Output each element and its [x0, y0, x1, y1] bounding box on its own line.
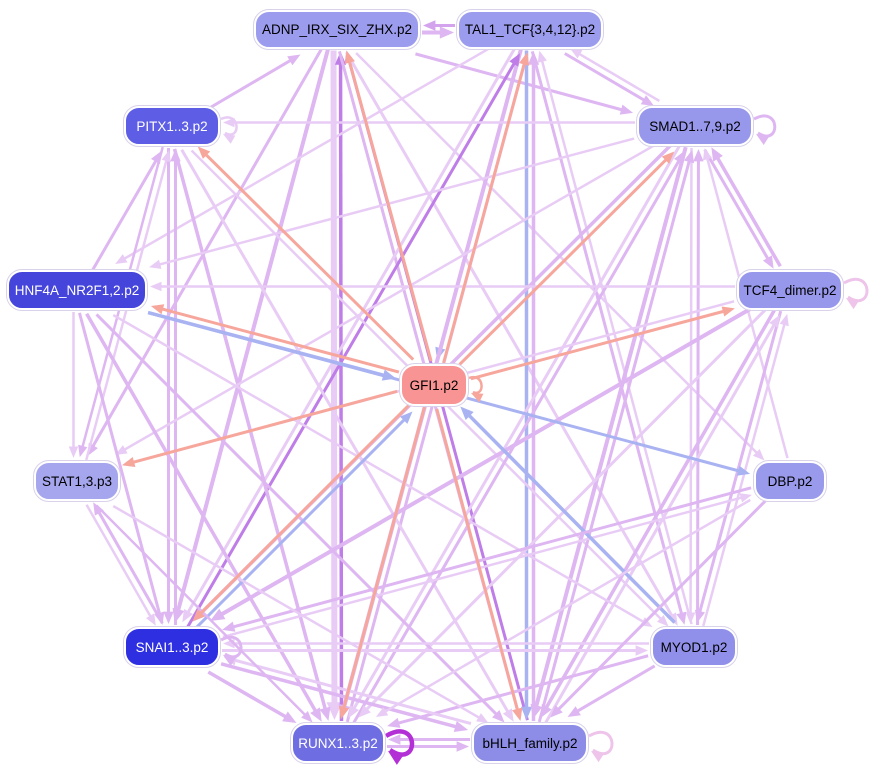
graph-node-BHLH[interactable]: bHLH_family.p2 — [471, 722, 589, 764]
graph-node-TAL1[interactable]: TAL1_TCF{3,4,12}.p2 — [456, 8, 604, 50]
edge-SMAD-TAL1 — [570, 48, 660, 103]
graph-node-GFI1[interactable]: GFI1.p2 — [399, 363, 469, 407]
edge-STAT-SNAI1 — [85, 504, 156, 626]
graph-node-label: ADNP_IRX_SIX_ZHX.p2 — [261, 21, 413, 37]
edge-DBP-SNAI1 — [222, 486, 752, 632]
edge-ADNP-TAL1 — [422, 26, 454, 39]
edge-STAT-BHLH — [112, 504, 489, 724]
self-loop-RUNX1 — [384, 729, 415, 765]
edge-HNF4A-PITX1 — [91, 150, 162, 271]
graph-node-label: bHLH_family.p2 — [482, 735, 578, 751]
edge-SMAD-RUNX1 — [348, 145, 681, 719]
edge-HNF4A-STAT — [68, 312, 79, 458]
graph-node-label: SMAD1..7,9.p2 — [649, 118, 741, 134]
graph-node-label: MYOD1.p2 — [660, 639, 728, 655]
graph-node-label: DBP.p2 — [767, 473, 813, 489]
edge-SMAD-MYOD1 — [685, 147, 696, 624]
self-loop-GFI1 — [468, 375, 484, 403]
edge-TCF4-SMAD — [711, 147, 782, 268]
graph-node-label: TCF4_dimer.p2 — [743, 282, 837, 298]
edge-MYOD1-GFI1 — [460, 406, 676, 624]
self-loop-SNAI1 — [220, 635, 243, 666]
edge-DBP-BHLH — [550, 499, 767, 718]
graph-node-TCF4[interactable]: TCF4_dimer.p2 — [736, 269, 844, 311]
graph-node-label: STAT1,3.p3 — [41, 473, 113, 489]
graph-node-RUNX1[interactable]: RUNX1..3.p2 — [290, 722, 386, 764]
edge-GFI1-TCF4 — [470, 306, 735, 381]
edge-SMAD-BHLH — [530, 146, 688, 720]
edge-TCF4-BHLH — [540, 309, 776, 719]
self-loop-TCF4 — [843, 277, 869, 310]
edge-SNAI1-GFI1 — [195, 411, 413, 629]
edge-GFI1-SNAI1 — [192, 404, 410, 622]
edge-HNF4A-MYOD1 — [112, 313, 653, 628]
edge-BHLH-TAL1 — [527, 51, 540, 721]
graph-node-label: SNAI1..3.p2 — [135, 639, 209, 655]
graph-node-label: HNF4A_NR2F1,2.p2 — [14, 282, 140, 298]
graph-node-label: GFI1.p2 — [409, 377, 459, 393]
edge-GFI1-RUNX1 — [338, 406, 426, 720]
edge-DBP-RUNX1 — [375, 498, 751, 717]
edge-GFI1-BHLH — [435, 408, 523, 721]
self-loop-BHLH — [588, 730, 614, 763]
edge-PITX1-SNAI1 — [163, 148, 174, 624]
edge-TAL1-HNF4A — [115, 46, 492, 264]
edge-MYOD1-BHLH — [567, 664, 656, 717]
edge-TAL1-ADNP — [423, 20, 455, 31]
graph-node-ADNP[interactable]: ADNP_IRX_SIX_ZHX.p2 — [253, 8, 421, 50]
self-loop-PITX1 — [220, 116, 238, 144]
edge-TAL1-SNAI1 — [182, 47, 516, 623]
self-loop-SMAD — [753, 114, 777, 146]
graph-node-PITX1[interactable]: PITX1..3.p2 — [123, 105, 221, 147]
edge-HNF4A-GFI1 — [147, 310, 397, 381]
edge-PITX1-ADNP — [210, 54, 301, 109]
graph-node-HNF4A[interactable]: HNF4A_NR2F1,2.p2 — [6, 269, 148, 311]
graph-node-STAT[interactable]: STAT1,3.p3 — [33, 460, 121, 502]
edge-SMAD-TCF4 — [703, 149, 774, 269]
graph-node-SNAI1[interactable]: SNAI1..3.p2 — [123, 626, 221, 668]
edge-SNAI1-MYOD1 — [222, 645, 648, 656]
graph-node-label: PITX1..3.p2 — [136, 118, 208, 134]
edge-SMAD-HNF4A — [149, 137, 635, 269]
graph-node-SMAD[interactable]: SMAD1..7,9.p2 — [636, 105, 754, 147]
edge-GFI1-HNF4A — [150, 304, 400, 374]
edge-TAL1-BHLH — [520, 50, 533, 720]
edge-SNAI1-BHLH — [220, 662, 469, 733]
edge-SNAI1-RUNX1 — [207, 670, 297, 724]
edge-GFI1-STAT — [122, 389, 398, 468]
graph-node-label: RUNX1..3.p2 — [298, 735, 378, 751]
edge-SMAD-PITX1 — [223, 117, 635, 128]
edge-MYOD1-SMAD — [693, 149, 704, 626]
edge-MYOD1-TAL1 — [537, 50, 693, 625]
edge-SNAI1-DBP — [222, 493, 752, 639]
edge-TCF4-MYOD1 — [695, 310, 783, 624]
edge-SMAD-STAT — [115, 143, 656, 455]
edge-MYOD1-RUNX1 — [387, 654, 649, 728]
edge-ADNP-RUNX1 — [326, 50, 343, 721]
edge-HNF4A-BHLH — [95, 313, 505, 723]
graph-node-label: TAL1_TCF{3,4,12}.p2 — [464, 21, 596, 37]
edge-RUNX1-SMAD — [352, 150, 685, 724]
graph-node-DBP[interactable]: DBP.p2 — [753, 460, 827, 502]
edge-TAL1-SMAD — [564, 52, 655, 107]
edge-GFI1-ADNP — [344, 50, 433, 362]
edge-RUNX1-BHLH — [387, 741, 469, 752]
edge-BHLH-TCF4 — [544, 314, 780, 724]
edge-BHLH-SMAD — [537, 149, 695, 723]
graph-node-MYOD1[interactable]: MYOD1.p2 — [650, 626, 738, 668]
edge-GFI1-PITX1 — [197, 146, 415, 361]
edge-GFI1-TAL1 — [442, 52, 530, 364]
edge-TCF4-HNF4A — [150, 281, 735, 292]
edge-HNF4A-RUNX1 — [85, 312, 322, 722]
edge-SNAI1-TAL1 — [186, 53, 520, 628]
edge-STAT-RUNX1 — [95, 504, 313, 723]
edge-GFI1-SMAD — [458, 151, 675, 366]
edge-SNAI1-PITX1 — [170, 149, 181, 625]
edge-TCF4-SNAI1 — [210, 307, 752, 621]
